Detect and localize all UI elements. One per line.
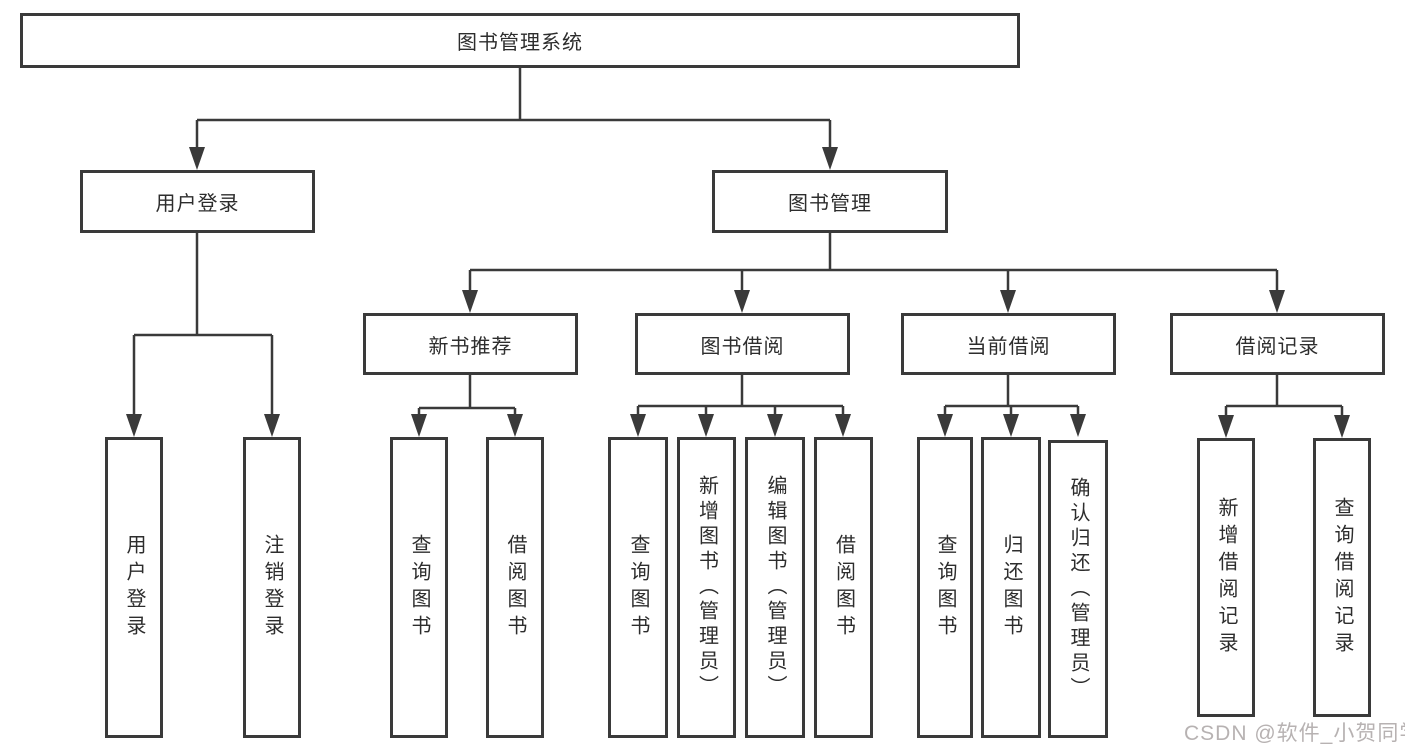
arrow-icon xyxy=(698,414,714,437)
node-book-management: 图书管理 xyxy=(712,170,948,233)
arrow-icon xyxy=(264,414,280,437)
arrow-icon xyxy=(411,414,427,437)
arrow-icon xyxy=(1269,290,1285,313)
watermark: CSDN @软件_小贺同学 xyxy=(1184,722,1405,745)
leaf-logout: 注销登录 xyxy=(243,437,301,738)
node-current-borrowing: 当前借阅 xyxy=(901,313,1116,375)
node-book-borrowing: 图书借阅 xyxy=(635,313,850,375)
arrow-icon xyxy=(462,290,478,313)
leaf-add-books-admin: 新增图书（管理员） xyxy=(677,437,736,738)
arrow-icon xyxy=(1218,415,1234,438)
arrow-icon xyxy=(822,147,838,170)
arrow-icon xyxy=(630,414,646,437)
node-borrowing-records: 借阅记录 xyxy=(1170,313,1385,375)
arrow-icon xyxy=(767,414,783,437)
arrow-icon xyxy=(189,147,205,170)
leaf-confirm-return-admin: 确认归还（管理员） xyxy=(1048,440,1108,738)
arrow-icon xyxy=(1070,414,1086,437)
node-root: 图书管理系统 xyxy=(20,13,1020,68)
leaf-borrow-books-recommend: 借阅图书 xyxy=(486,437,544,738)
leaf-query-books-borrowing: 查询图书 xyxy=(608,437,668,738)
leaf-return-books: 归还图书 xyxy=(981,437,1041,738)
arrow-icon xyxy=(126,414,142,437)
arrow-icon xyxy=(1000,290,1016,313)
leaf-query-borrow-record: 查询借阅记录 xyxy=(1313,438,1371,717)
arrow-icon xyxy=(507,414,523,437)
arrow-icon xyxy=(1334,415,1350,438)
leaf-edit-books-admin: 编辑图书（管理员） xyxy=(745,437,805,738)
leaf-query-books-recommend: 查询图书 xyxy=(390,437,448,738)
arrow-icon xyxy=(1003,414,1019,437)
leaf-borrow-books-borrowing: 借阅图书 xyxy=(814,437,873,738)
leaf-add-borrow-record: 新增借阅记录 xyxy=(1197,438,1255,717)
arrow-icon xyxy=(937,414,953,437)
leaf-user-login: 用户登录 xyxy=(105,437,163,738)
leaf-query-books-current: 查询图书 xyxy=(917,437,973,738)
node-new-book-recommend: 新书推荐 xyxy=(363,313,578,375)
node-user-login: 用户登录 xyxy=(80,170,315,233)
arrow-icon xyxy=(835,414,851,437)
arrow-icon xyxy=(734,290,750,313)
